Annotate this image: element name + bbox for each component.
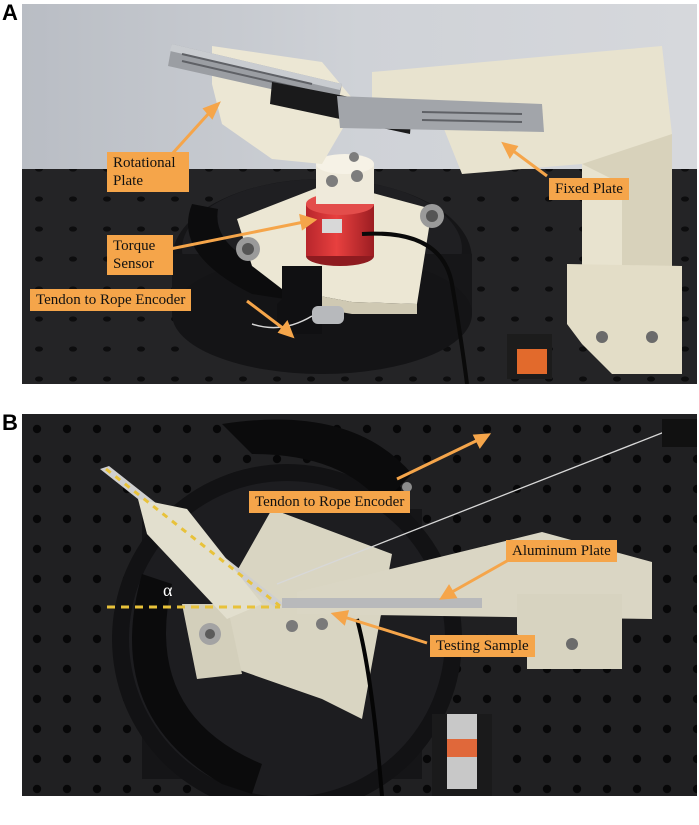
panel-letter-b: B [2, 410, 18, 435]
callout-tendon-encoder-b: Tendon to Rope Encoder [249, 491, 411, 513]
callout-testing-sample: Testing Sample [430, 635, 535, 657]
arrow-icon [169, 101, 548, 339]
callout-tendon-encoder-a: Tendon to Rope Encoder [30, 289, 192, 311]
callout-fixed-plate: Fixed Plate [549, 178, 629, 200]
panel-a-photo [22, 4, 697, 384]
angle-alpha-label: α [163, 580, 173, 600]
callout-torque-sensor: Torque Sensor [107, 235, 173, 275]
photo-a-scene [22, 4, 697, 384]
photo-b-scene [22, 414, 697, 796]
callout-rotational-plate: Rotational Plate [107, 152, 189, 192]
arrow-icon [330, 433, 515, 645]
panel-b-photo [22, 414, 697, 796]
callout-aluminum-plate: Aluminum Plate [506, 540, 617, 562]
panel-letter-a: A [2, 0, 18, 25]
